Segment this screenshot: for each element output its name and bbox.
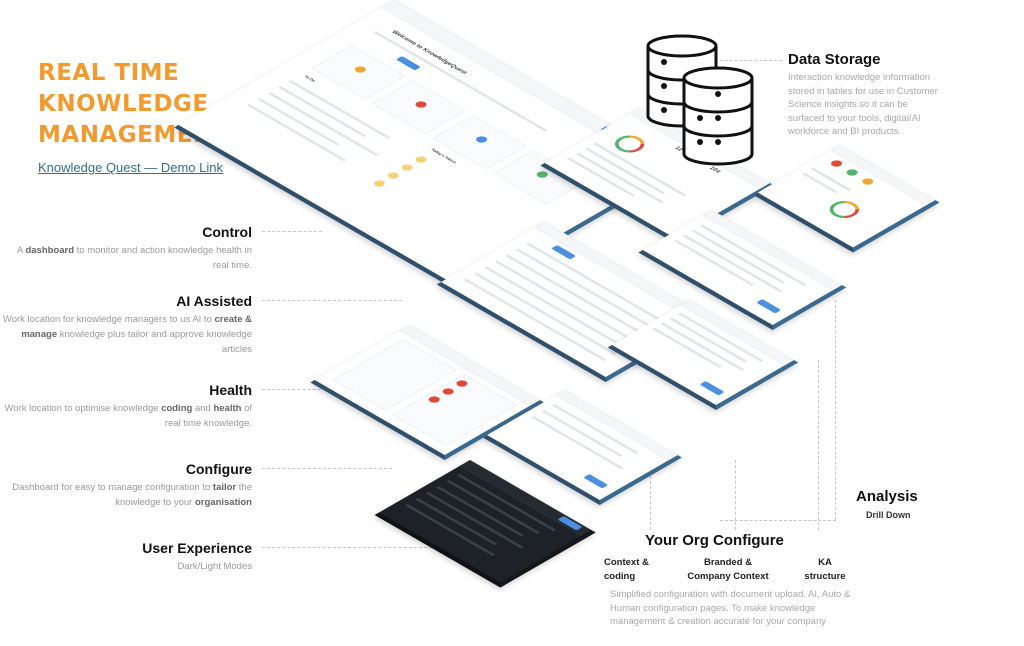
feature-control: Control A dashboard to monitor and actio… — [2, 224, 252, 273]
data-storage-text: Interaction knowledge information stored… — [788, 72, 938, 137]
leader-line — [262, 468, 392, 469]
leader-line — [720, 520, 836, 521]
feature-ai-assisted: AI Assisted Work location for knowledge … — [2, 293, 252, 357]
leader-line — [700, 60, 782, 61]
feature-heading: User Experience — [142, 540, 252, 556]
feature-desc: Dashboard for easy to manage configurati… — [12, 482, 252, 508]
analysis-title: Analysis — [856, 488, 918, 505]
org-configure-text: Simplified configuration with document u… — [610, 589, 851, 627]
analysis-subtitle: Drill Down — [866, 510, 911, 520]
feature-desc: Dark/Light Modes — [177, 561, 252, 572]
feature-health: Health Work location to optimise knowled… — [2, 382, 252, 431]
feature-user-experience: User Experience Dark/Light Modes — [2, 540, 252, 574]
feature-heading: AI Assisted — [176, 293, 252, 309]
feature-desc: Work location to optimise knowledge codi… — [4, 403, 252, 429]
feature-heading: Configure — [185, 461, 252, 477]
leader-line — [262, 231, 322, 232]
leader-line — [262, 547, 432, 548]
org-col-branded: Branded & Company Context — [687, 557, 769, 582]
leader-line — [735, 460, 736, 530]
donut-chart-icon — [823, 197, 866, 222]
todo-label: To Do — [303, 74, 318, 83]
leader-line — [650, 440, 651, 530]
feature-configure: Configure Dashboard for easy to manage c… — [2, 461, 252, 510]
leader-line — [262, 300, 402, 301]
leader-line — [818, 360, 819, 530]
demo-link[interactable]: Knowledge Quest — Demo Link — [38, 160, 223, 175]
data-storage-title: Data Storage — [788, 51, 881, 68]
database-icon — [646, 34, 754, 166]
feature-desc: A dashboard to monitor and action knowle… — [17, 245, 252, 271]
feature-heading: Health — [209, 382, 252, 398]
org-col-ka: KA structure — [804, 557, 846, 582]
feature-desc: Work location for knowledge managers to … — [2, 314, 252, 355]
org-configure-title: Your Org Configure — [645, 532, 784, 549]
feature-heading: Control — [202, 224, 252, 240]
leader-line — [835, 300, 836, 520]
org-col-context: Context & coding — [604, 557, 649, 582]
